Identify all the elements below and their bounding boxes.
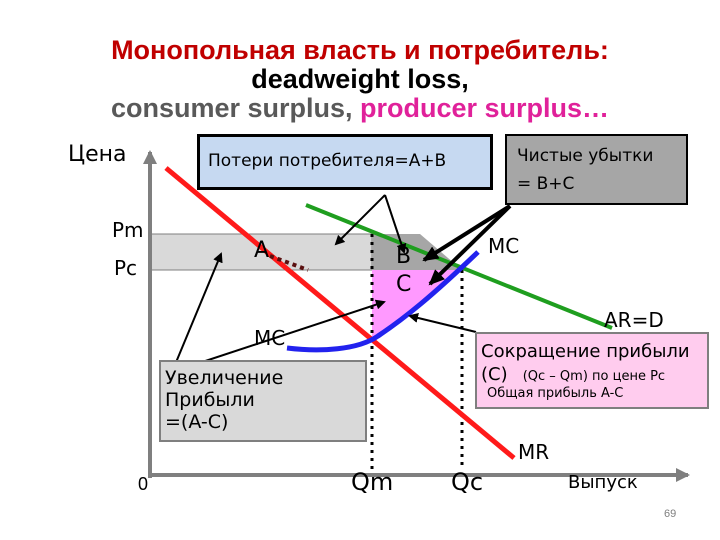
pc-label: Pc	[114, 256, 138, 280]
deadweight-loss-box: Чистые убытки = B+C	[505, 134, 688, 205]
title-separator: ,	[345, 93, 361, 123]
region-c-label: C	[396, 272, 412, 297]
arrow-profit-decrease-to-c	[408, 313, 477, 333]
pm-label: Pm	[112, 218, 144, 242]
consumer-loss-text: Потери потребителя=A+B	[208, 151, 447, 171]
arrow-profit-increase-to-a	[171, 252, 223, 373]
arrow-deadweight-to-c	[428, 204, 512, 286]
arrow-consumer-loss-to-a	[334, 194, 386, 246]
consumer-loss-box: Потери потребителя=A+B	[197, 134, 493, 190]
title-line-1: Монопольная власть и потребитель:	[111, 35, 609, 65]
slide-title: Монопольная власть и потребитель: deadwe…	[0, 36, 720, 123]
page-number: 69	[664, 508, 677, 520]
arrow-consumer-loss-to-b	[384, 194, 407, 254]
ar-d-label: AR=D	[604, 308, 664, 332]
qc-label: Qc	[451, 468, 484, 496]
profit-increase-line-1: Увеличение	[165, 367, 284, 389]
profit-decrease-line-2: (C) (Qc – Qm) по цене Pc	[481, 364, 665, 385]
title-line-3: consumer surplus, producer surplus…	[0, 94, 720, 123]
profit-decrease-line-3: Общая прибыль A-C	[487, 386, 624, 401]
profit-decrease-box: Сокращение прибыли (C) (Qc – Qm) по цене…	[475, 332, 709, 409]
profit-decrease-c: (C)	[481, 364, 508, 385]
profit-decrease-line-1: Сокращение прибыли	[481, 341, 690, 362]
title-consumer-surplus: consumer surplus	[110, 93, 345, 123]
profit-decrease-qc-qm: (Qc – Qm) по цене Pc	[522, 369, 666, 384]
profit-increase-line-3: =(A-C)	[165, 411, 229, 433]
mc-upper-label: MC	[488, 234, 520, 258]
deadweight-loss-line-2: = B+C	[517, 174, 575, 194]
mr-dotted-segment	[269, 254, 309, 272]
qm-label: Qm	[351, 468, 394, 496]
mr-line	[164, 166, 516, 460]
mr-label: MR	[518, 440, 550, 464]
origin-label: 0	[138, 474, 149, 494]
x-axis-label: Выпуск	[568, 472, 638, 493]
profit-increase-line-2: Прибыли	[165, 389, 255, 411]
region-b-label: B	[396, 244, 412, 269]
y-axis-label: Цена	[68, 142, 127, 167]
arrow-deadweight-to-b	[422, 204, 512, 262]
deadweight-loss-line-1: Чистые убытки	[517, 146, 654, 166]
title-line-2: deadweight loss,	[251, 64, 469, 94]
region-a-label: A	[254, 238, 270, 263]
profit-increase-box: Увеличение Прибыли =(A-C)	[159, 360, 367, 442]
mc-lower-label: MC	[254, 326, 286, 350]
title-producer-surplus: producer surplus…	[360, 93, 610, 123]
